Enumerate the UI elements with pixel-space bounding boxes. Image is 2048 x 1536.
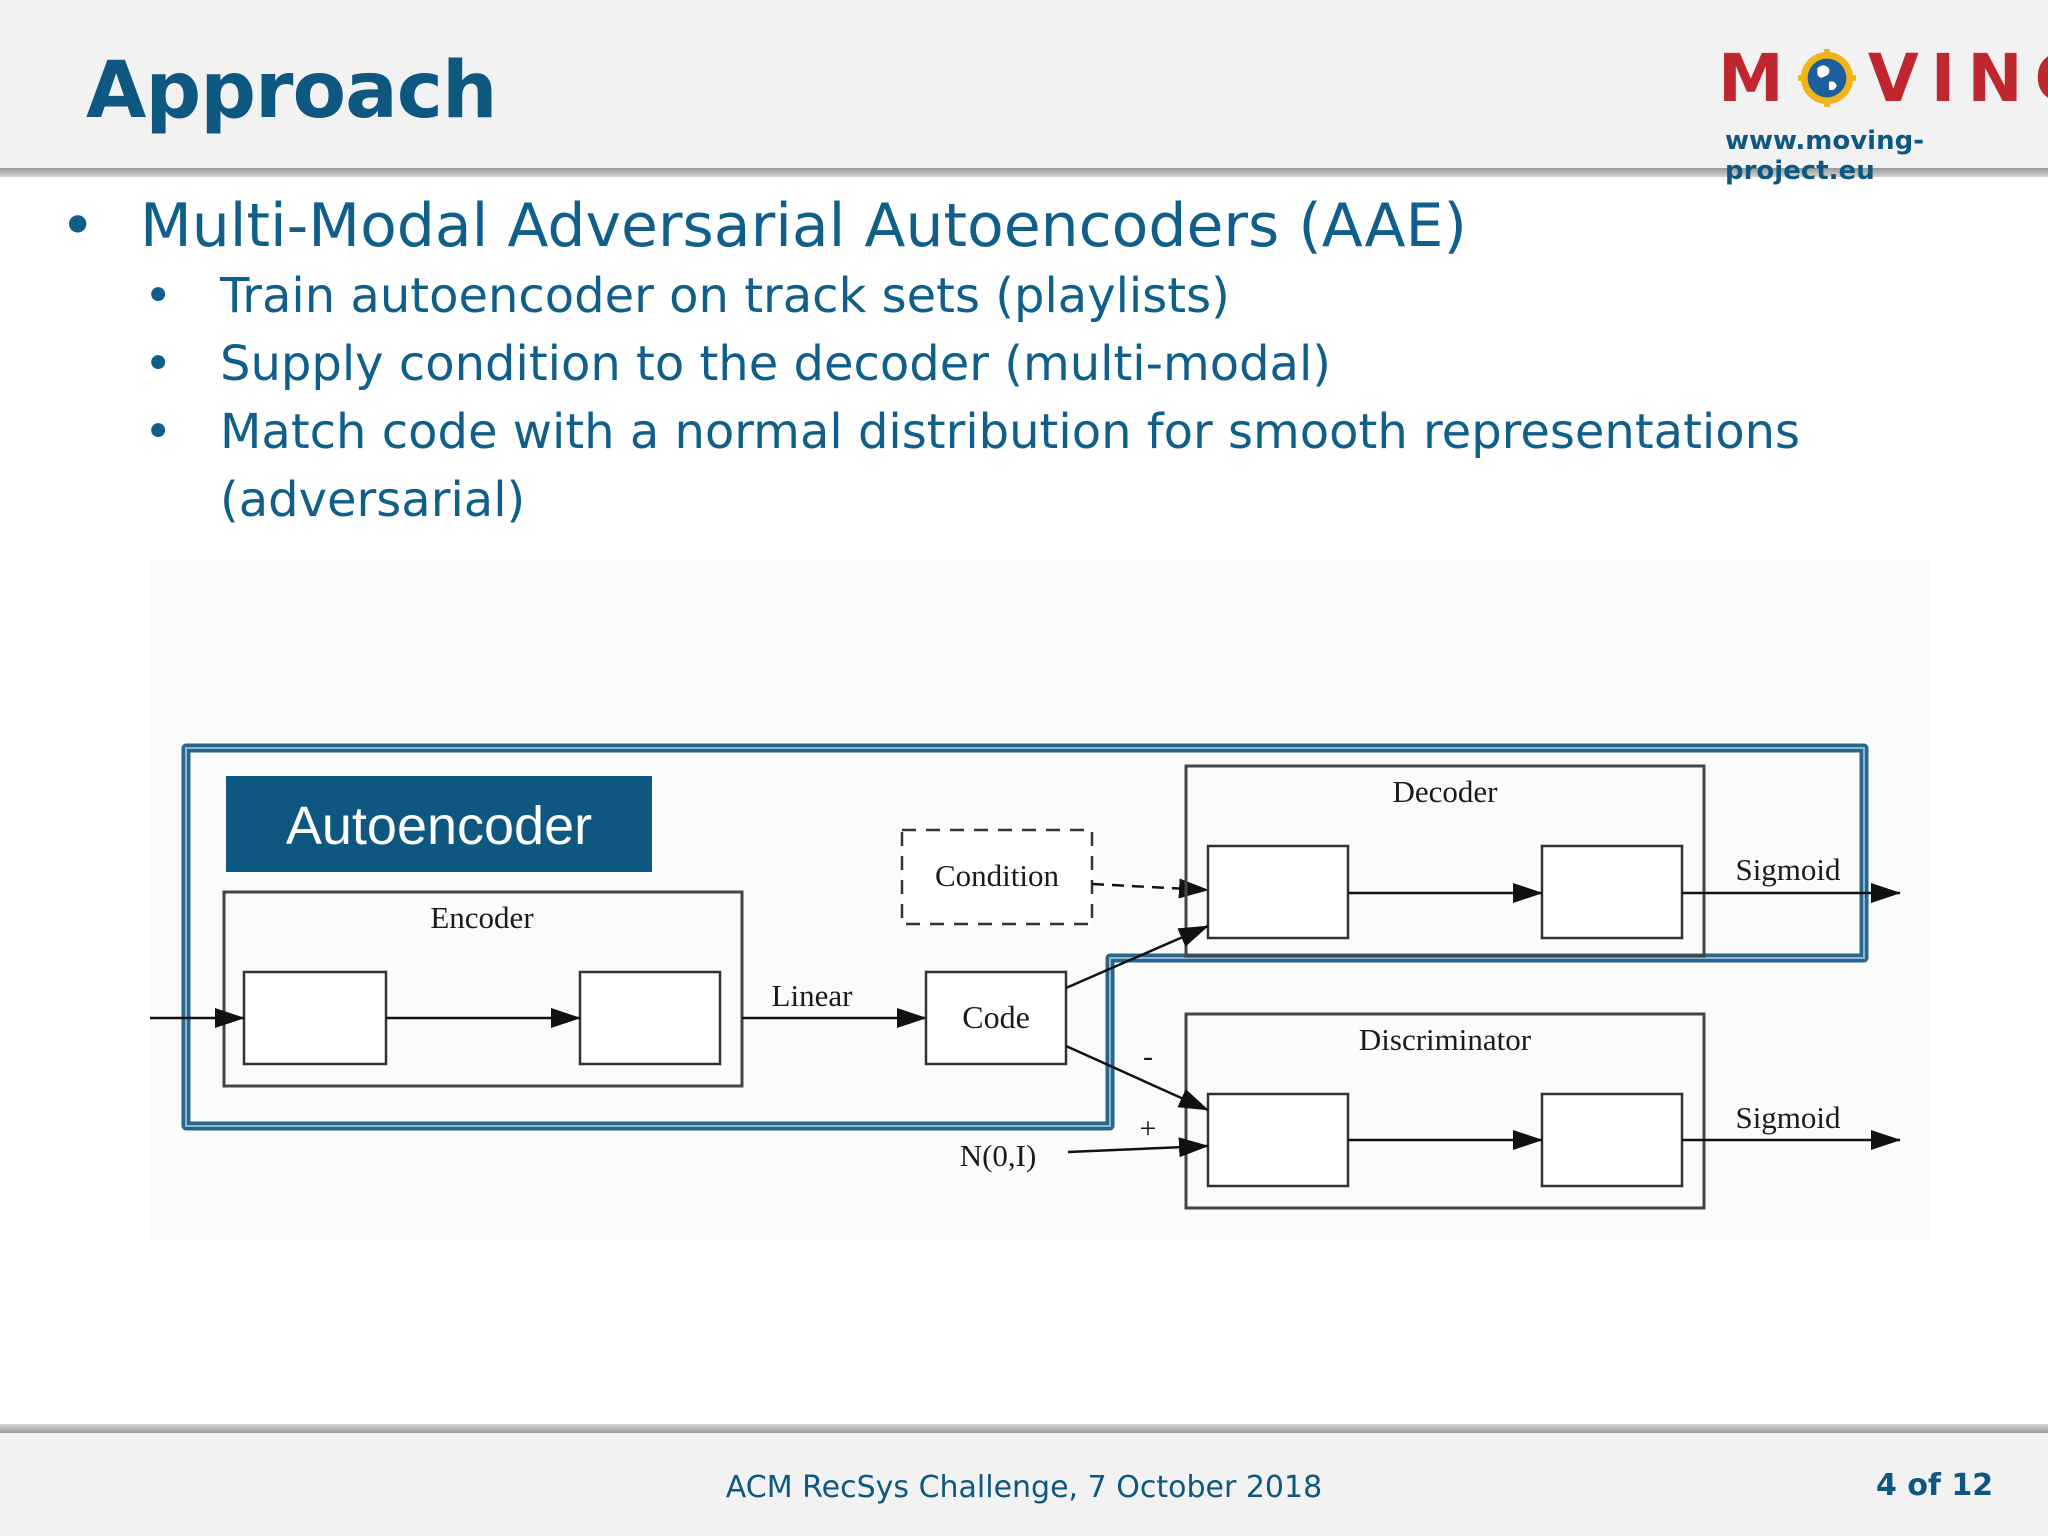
autoencoder-tag [226, 776, 652, 872]
moving-logo: M VING [1718, 40, 2048, 117]
decoder-layer-1 [1206, 844, 1350, 940]
discriminator-box [1184, 1012, 1706, 1210]
sub-bullet-text: Match code with a normal distribution fo… [220, 404, 1801, 528]
sigmoid-label-discriminator: Sigmoid [1735, 1100, 1841, 1135]
logo-url: www.moving-project.eu [1725, 126, 1924, 186]
sigmoid-label-decoder: Sigmoid [1735, 852, 1841, 887]
slide-footer [0, 1433, 2048, 1536]
condition-label: Condition [935, 858, 1060, 893]
bullet-dot: • [144, 336, 173, 392]
code-to-decoder-arrow [1065, 924, 1209, 990]
code-to-discriminator-arrow [1065, 1044, 1209, 1112]
bullet-main-text: Multi-Modal Adversarial Autoencoders (AA… [140, 191, 1467, 261]
decoder-label: Decoder [1393, 774, 1499, 809]
decoder-box [1184, 764, 1706, 958]
page-number: 4 of 12 [1876, 1468, 1994, 1503]
bullet-dot: • [144, 404, 173, 460]
plus-label: + [1140, 1112, 1157, 1145]
code-box [924, 970, 1068, 1066]
bullet-dot: • [60, 191, 96, 261]
linear-label: Linear [772, 978, 854, 1013]
decoder-layer-2 [1540, 844, 1684, 940]
condition-box [900, 828, 1094, 926]
footer-divider [0, 1424, 2048, 1433]
encoder-layer-2 [578, 970, 722, 1066]
code-label: Code [962, 999, 1030, 1035]
globe-gear-icon [1797, 49, 1856, 107]
logo-letter-m: M [1718, 39, 1796, 117]
discriminator-layer-2 [1540, 1092, 1684, 1188]
sub-bullet-text: Supply condition to the decoder (multi-m… [220, 336, 1332, 392]
header-divider [0, 168, 2048, 177]
slide-header [0, 0, 2048, 170]
footer-text: ACM RecSys Challenge, 7 October 2018 [725, 1470, 1323, 1505]
slide-title: Approach [86, 46, 497, 136]
noise-label: N(0,I) [960, 1138, 1037, 1173]
autoencoder-frame-glow [185, 747, 1865, 1127]
minus-label: - [1143, 1040, 1153, 1073]
bullet-dot: • [144, 268, 173, 324]
noise-arrow [1067, 1137, 1209, 1158]
encoder-layer-1 [242, 970, 388, 1066]
discriminator-label: Discriminator [1359, 1022, 1532, 1057]
encoder-box [222, 890, 744, 1088]
logo-letters-ving: VING [1867, 39, 2048, 117]
sub-bullet-text: Train autoencoder on track sets (playlis… [220, 268, 1230, 324]
discriminator-layer-1 [1206, 1092, 1350, 1188]
encoder-label: Encoder [430, 900, 534, 935]
autoencoder-label: Autoencoder [286, 796, 592, 856]
